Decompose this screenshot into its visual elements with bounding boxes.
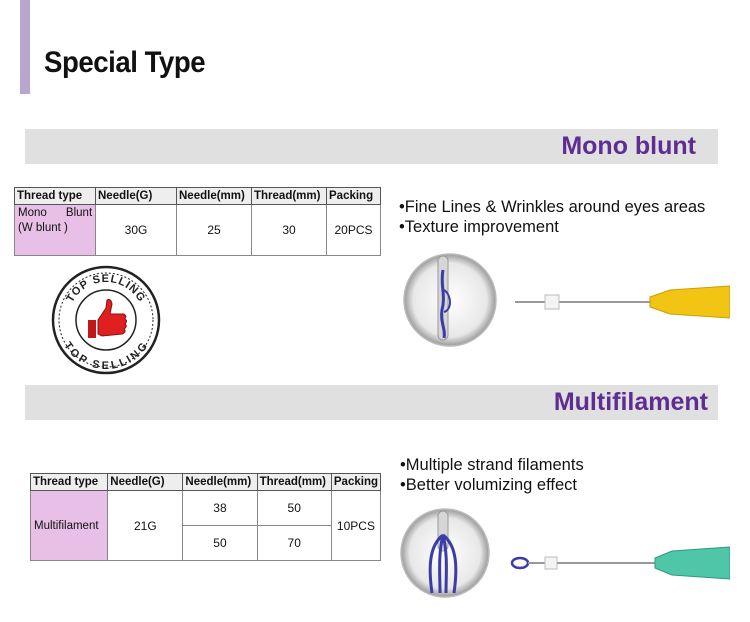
spec-table-mono-blunt: Thread type Needle(G) Needle(mm) Thread(… <box>14 187 381 256</box>
column-header: Packing <box>326 187 381 205</box>
table-header-row: Thread type Needle(G) Needle(mm) Thread(… <box>29 473 382 491</box>
packing-cell: 10PCS <box>330 490 382 561</box>
needle-length-cell: 25 <box>176 204 252 256</box>
needle-tip <box>437 510 449 552</box>
thread-type-cell: Mono Blunt (W blunt ) <box>14 204 96 256</box>
feature-bullet: Fine Lines & Wrinkles around eyes areas <box>399 197 706 217</box>
table-row: Multifilament 21G 38 50 10PCS <box>29 490 382 561</box>
multifilament-needle-illustration <box>400 508 730 598</box>
needle-hub <box>654 546 730 580</box>
needle-hub <box>649 285 730 319</box>
column-header: Thread type <box>29 473 109 491</box>
needle-sleeve <box>544 556 558 570</box>
column-header: Needle(mm) <box>176 187 252 205</box>
feature-bullet: Multiple strand filaments <box>400 455 584 475</box>
page-title: Special Type <box>44 46 206 79</box>
feature-list-mono-blunt: Fine Lines & Wrinkles around eyes areas … <box>399 197 706 237</box>
thread-length-cell: 30 <box>251 204 327 256</box>
needle-length-cell: 38 <box>182 490 258 526</box>
thread-type-line: Mono Blunt <box>18 207 93 219</box>
title-accent-bar <box>20 0 30 94</box>
mono-blunt-needle-illustration <box>403 253 730 347</box>
column-header: Needle(mm) <box>182 473 258 491</box>
column-header: Thread type <box>14 187 96 205</box>
feature-bullet: Better volumizing effect <box>400 475 584 495</box>
column-header: Thread(mm) <box>251 187 327 205</box>
column-header: Needle(G) <box>107 473 184 491</box>
thumbs-up-icon <box>88 299 127 338</box>
thread-type-line: (W blunt ) <box>18 222 68 234</box>
feature-list-multifilament: Multiple strand filaments Better volumiz… <box>400 455 584 495</box>
spec-table-multifilament: Thread type Needle(G) Needle(mm) Thread(… <box>29 473 382 561</box>
needle-gauge-cell: 30G <box>95 204 177 256</box>
table-row: 50 70 <box>31 525 381 561</box>
thread-length-cell: 50 <box>256 490 332 526</box>
thread-length-cell: 70 <box>256 525 332 561</box>
needle-sleeve <box>544 294 560 310</box>
packing-cell: 20PCS <box>326 204 381 256</box>
thread-type-cell: Multifilament <box>29 490 109 561</box>
table-header-row: Thread type Needle(G) Needle(mm) Thread(… <box>14 187 381 205</box>
needle-gauge-cell: 21G <box>107 490 184 561</box>
section-band-multifilament: Multifilament <box>25 385 718 420</box>
column-header: Packing <box>330 473 382 491</box>
section-band-mono-blunt: Mono blunt <box>25 129 718 164</box>
top-selling-badge: TOP SELLING TOP SELLING <box>51 265 161 375</box>
section-title: Mono blunt <box>561 132 696 160</box>
table-row: Mono Blunt (W blunt ) 30G 25 30 20PCS <box>14 204 381 256</box>
feature-bullet: Texture improvement <box>399 217 705 237</box>
column-header: Needle(G) <box>95 187 177 205</box>
section-title: Multifilament <box>553 388 708 416</box>
column-header: Thread(mm) <box>256 473 332 491</box>
needle-length-cell: 50 <box>182 525 258 561</box>
